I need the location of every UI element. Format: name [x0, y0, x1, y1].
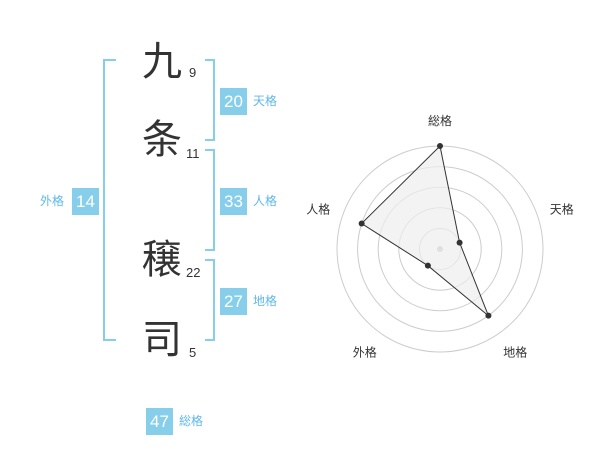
radar-axis-label: 天格: [550, 201, 574, 216]
radar-axis-label: 外格: [353, 345, 377, 360]
gaikaku-bracket: [103, 59, 116, 341]
stroke-count-2: 11: [186, 146, 200, 161]
radar-point-4: [424, 262, 431, 269]
chikaku-label: 地格: [253, 294, 278, 308]
tenkaku-badge: 20: [220, 88, 247, 115]
radar-area: [360, 144, 489, 317]
jinkaku-label: 人格: [253, 194, 278, 208]
chikaku-bracket: [205, 259, 215, 341]
radar-points: [358, 143, 492, 319]
name-char-3: 穣: [142, 237, 182, 283]
radar-point-5: [358, 220, 365, 227]
chikaku-badge: 27: [220, 288, 247, 315]
gaikaku-badge: 14: [72, 188, 99, 215]
name-char-1: 九: [142, 39, 182, 85]
radar-point-2: [456, 239, 463, 246]
stroke-count-3: 22: [186, 265, 201, 280]
stroke-count-4: 5: [189, 345, 197, 360]
radar-point-1: [437, 143, 443, 149]
jinkaku-bracket: [205, 149, 215, 251]
gaikaku-label: 外格: [40, 194, 65, 208]
radar-axis-label: 地格: [503, 345, 527, 360]
radar-axis-label: 人格: [306, 201, 330, 216]
tenkaku-bracket: [205, 59, 215, 141]
jinkaku-badge: 33: [220, 188, 247, 215]
radar-axis-label: 総格: [428, 113, 452, 128]
soukaku-label: 総格: [179, 414, 204, 428]
tenkaku-label: 天格: [253, 94, 278, 108]
name-char-2: 条: [142, 117, 182, 163]
radar-point-3: [485, 312, 492, 319]
name-char-4: 司: [142, 317, 182, 363]
stroke-count-1: 9: [189, 65, 197, 80]
soukaku-badge: 47: [146, 408, 173, 435]
